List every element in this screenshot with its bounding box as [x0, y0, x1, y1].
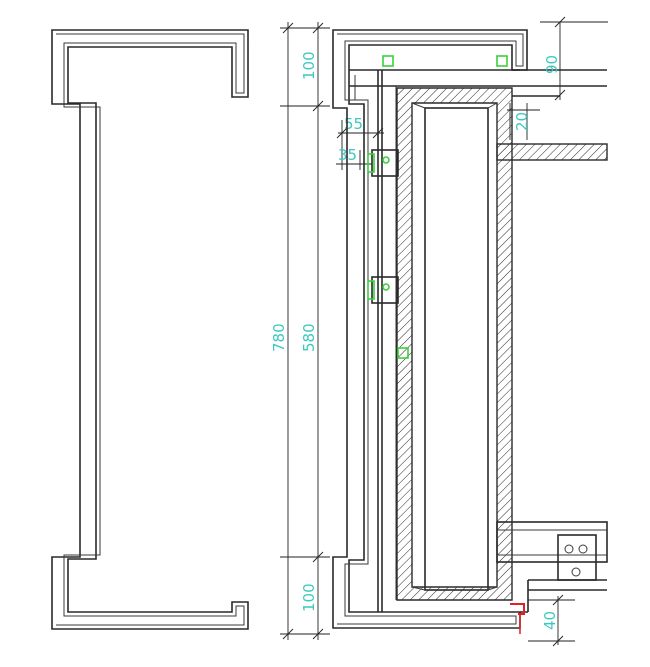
steel-tube-section — [396, 87, 513, 601]
dim-clip-offset: 55 — [344, 115, 363, 133]
dim-right-top: 90 — [543, 55, 561, 74]
anchor-points — [367, 55, 508, 359]
dim-top-flange: 100 — [300, 51, 318, 80]
dim-overall-height: 780 — [270, 323, 288, 352]
red-accent — [510, 603, 525, 634]
right-beams — [496, 69, 608, 563]
dim-right-small: 20 — [513, 112, 531, 131]
bottom-right-dimension — [528, 594, 575, 647]
clip-dimensions — [336, 120, 384, 170]
dim-bottom-right: 40 — [541, 611, 559, 630]
dim-web-height: 580 — [300, 323, 318, 352]
dim-bottom-flange: 100 — [300, 583, 318, 612]
bottom-bracket — [520, 534, 607, 613]
right-dimensions — [507, 16, 608, 140]
left-c-profile — [51, 29, 249, 630]
right-c-profile — [332, 29, 528, 629]
vertical-dimension-chain — [280, 22, 330, 640]
